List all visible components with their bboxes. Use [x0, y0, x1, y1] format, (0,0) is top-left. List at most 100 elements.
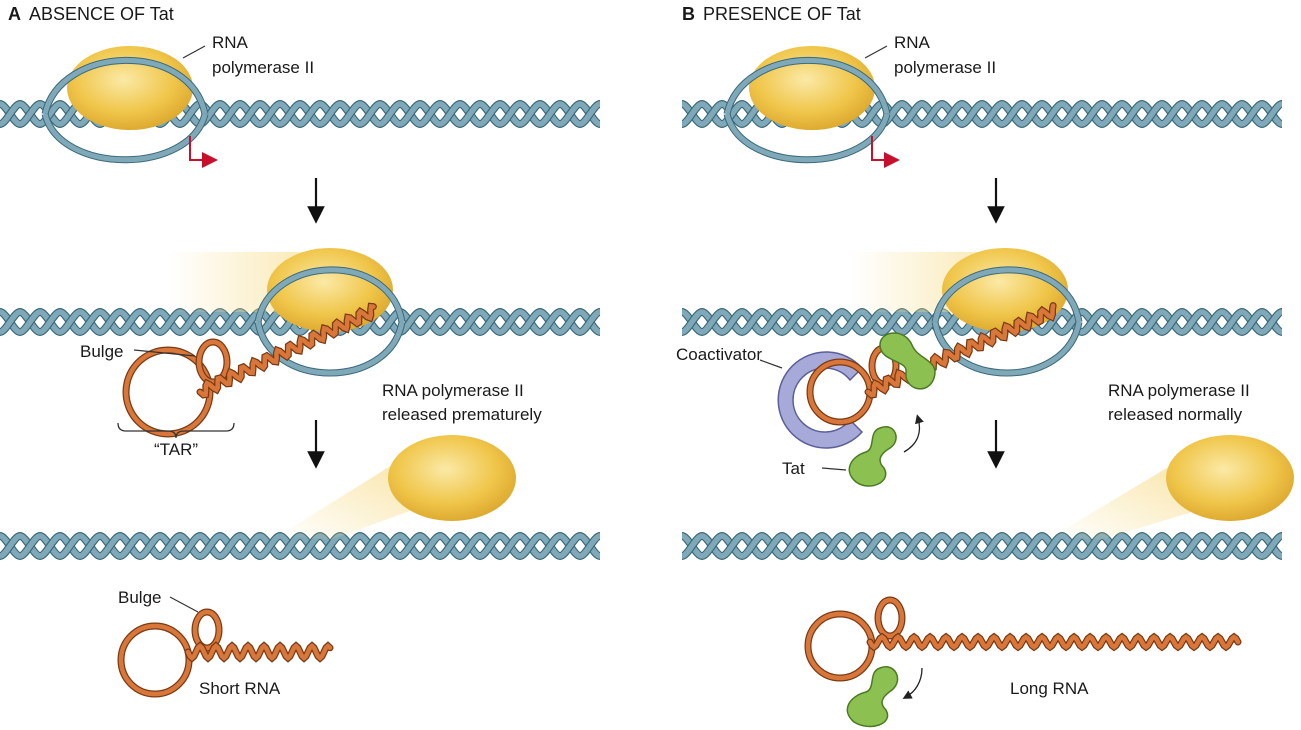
- dna-strand-segment: [579, 533, 601, 559]
- dna-strand-segment: [219, 309, 241, 335]
- dna-strand-segment: [379, 533, 401, 559]
- dna-strand-segment: [439, 309, 461, 335]
- rna-polymerase-b3: [1166, 435, 1294, 521]
- dna-strand-segment: [961, 101, 983, 127]
- dna-strand-segment: [0, 101, 21, 127]
- dna-strand-segment: [1101, 101, 1123, 127]
- dna-strand-segment: [721, 533, 743, 559]
- dna-strand-segment: [559, 101, 581, 127]
- dna-strand-segment: [1181, 533, 1203, 559]
- dna-strand-segment: [359, 533, 381, 559]
- dna-strand-segment: [459, 533, 481, 559]
- dna-helix-a3: [0, 532, 602, 560]
- dna-strand-segment: [681, 533, 703, 559]
- dna-strand-segment: [1101, 309, 1123, 335]
- rna-wave-a3: [185, 642, 333, 662]
- dna-strand-segment: [39, 533, 61, 559]
- rna-polymerase-b2: [931, 248, 1083, 377]
- panel-a-title: ABSENCE OF Tat: [29, 4, 174, 24]
- nascent-rna-a2: [122, 302, 377, 438]
- dna-strand-segment: [579, 101, 601, 127]
- dna-strand-segment: [1221, 101, 1243, 127]
- dna-strand-segment: [1261, 533, 1283, 559]
- dna-strand-segment: [861, 533, 883, 559]
- dna-strand-segment: [1121, 309, 1143, 335]
- dna-strand-segment: [399, 533, 421, 559]
- dna-strand-segment: [941, 101, 963, 127]
- dna-strand-segment: [39, 101, 61, 127]
- dna-strand-segment: [519, 101, 541, 127]
- dna-strand-segment: [1201, 309, 1223, 335]
- dna-strand-segment: [1161, 309, 1183, 335]
- dna-helix-b3: [680, 532, 1284, 560]
- dna-strand-segment: [439, 533, 461, 559]
- panel-b-letter: B: [682, 4, 695, 24]
- dna-strand-segment: [559, 309, 581, 335]
- dna-strand-segment: [901, 533, 923, 559]
- tat-free: [848, 414, 924, 487]
- dna-strand-segment: [1021, 533, 1043, 559]
- dna-strand-segment: [1041, 101, 1063, 127]
- dna-strand-segment: [841, 533, 863, 559]
- dna-strand-segment: [801, 309, 823, 335]
- dna-strand-segment: [479, 309, 501, 335]
- dna-strand-segment: [439, 101, 461, 127]
- dna-strand-segment: [1081, 101, 1103, 127]
- rna-polymerase-a1: [41, 46, 209, 164]
- tat-released: [846, 666, 923, 728]
- rnap-label-a1: RNA polymerase II: [182, 33, 314, 77]
- dna-strand-segment: [459, 101, 481, 127]
- dna-strand-segment: [79, 533, 101, 559]
- dna-strand-segment: [379, 101, 401, 127]
- dna-strand-segment: [519, 533, 541, 559]
- dna-strand-segment: [981, 101, 1003, 127]
- dna-strand-segment: [339, 101, 361, 127]
- dna-strand-segment: [1181, 101, 1203, 127]
- dna-strand-segment: [961, 533, 983, 559]
- short-rna: [117, 608, 334, 698]
- rna-polymerase-a3: [388, 435, 516, 521]
- dna-strand-segment: [721, 309, 743, 335]
- tat-label-text: Tat: [782, 459, 805, 478]
- dna-strand-segment: [499, 309, 521, 335]
- dna-strand-segment: [139, 533, 161, 559]
- dna-strand-segment: [19, 101, 41, 127]
- tat-label: Tat: [782, 459, 847, 478]
- dna-strand-segment: [821, 533, 843, 559]
- dna-strand-segment: [881, 309, 903, 335]
- dna-strand-segment: [761, 309, 783, 335]
- dna-strand-segment: [1201, 101, 1223, 127]
- dna-strand-segment: [1241, 309, 1263, 335]
- dna-strand-segment: [821, 309, 843, 335]
- dna-helix-b1: [680, 100, 1284, 128]
- dna-strand-segment: [681, 101, 703, 127]
- dna-strand-segment: [219, 101, 241, 127]
- dna-strand-segment: [781, 309, 803, 335]
- rnap-label-a1-line2: polymerase II: [212, 58, 314, 77]
- dna-strand-segment: [399, 101, 421, 127]
- dna-strand-segment: [1261, 309, 1283, 335]
- dna-strand-segment: [1081, 309, 1103, 335]
- dna-strand-segment: [901, 101, 923, 127]
- dna-strand-segment: [1141, 533, 1163, 559]
- dna-strand-segment: [219, 533, 241, 559]
- dna-strand-segment: [1141, 101, 1163, 127]
- dna-strand-segment: [701, 101, 723, 127]
- rnap-label-a1-line1: RNA: [212, 33, 249, 52]
- dna-strand-segment: [139, 309, 161, 335]
- dna-strand-segment: [1041, 533, 1063, 559]
- dna-strand-segment: [781, 533, 803, 559]
- release-label-b-line2: released normally: [1108, 405, 1243, 424]
- dna-strand-segment: [59, 309, 81, 335]
- dna-strand-segment: [239, 533, 261, 559]
- dna-strand-segment: [921, 533, 943, 559]
- dna-strand-segment: [1121, 101, 1143, 127]
- long-rna: [804, 596, 1242, 682]
- dna-strand-segment: [681, 309, 703, 335]
- dna-strand-segment: [1101, 533, 1123, 559]
- dna-strand-segment: [419, 533, 441, 559]
- dna-strand-segment: [1021, 101, 1043, 127]
- dna-strand-segment: [701, 533, 723, 559]
